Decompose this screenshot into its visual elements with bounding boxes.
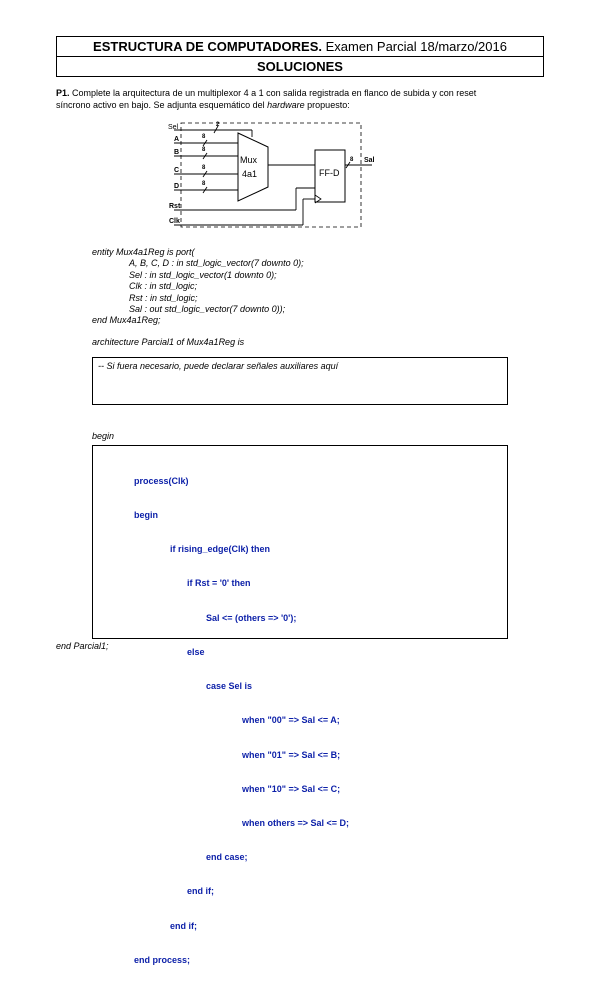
dashed-boundary (180, 122, 362, 228)
mux-label-1: Mux (240, 155, 258, 165)
input-wires (174, 129, 315, 226)
problem-text-1: Complete la arquitectura de un multiplex… (69, 88, 477, 98)
code-line: end process; (134, 954, 191, 965)
width-8-d: 8 (202, 181, 206, 187)
entity-line: Clk : in std_logic; (129, 281, 198, 292)
ff-block (314, 149, 346, 203)
label-clk: Clk (169, 218, 180, 225)
label-rst: Rst (169, 203, 181, 210)
begin-line: begin (92, 431, 115, 441)
label-c: C (174, 167, 179, 174)
code-line: end if; (187, 886, 214, 897)
entity-line: end Mux4a1Reg; (92, 315, 161, 326)
code-line: when "00" => Sal <= A; (242, 715, 340, 726)
exam-title: ESTRUCTURA DE COMPUTADORES. Examen Parci… (56, 36, 544, 57)
clock-triangle (314, 194, 322, 204)
bus-marks (202, 125, 351, 194)
entity-line: Sal : out std_logic_vector(7 downto 0)); (129, 304, 286, 315)
code-line: if Rst = '0' then (187, 578, 251, 589)
aux-signals-box[interactable]: -- Si fuera necesario, puede declarar se… (92, 357, 508, 405)
ff-label: FF-D (319, 168, 340, 178)
width-8-b: 8 (202, 147, 206, 153)
mux-block (237, 132, 269, 202)
architecture-line: architecture Parcial1 of Mux4a1Reg is (92, 337, 245, 347)
label-a: A (174, 136, 179, 143)
code-line: Sal <= (others => '0'); (206, 612, 297, 623)
width-8-a: 8 (202, 134, 206, 140)
code-line: else (187, 646, 205, 657)
end-line: end Parcial1; (56, 641, 109, 651)
exam-subtitle: SOLUCIONES (56, 56, 544, 77)
code-line: begin (134, 510, 158, 521)
label-d: D (174, 183, 179, 190)
schematic-diagram: Sel A B C D Rst Clk 2 8 8 8 8 Mux 4a1 F (168, 122, 375, 228)
mux-label-2: 4a1 (242, 169, 257, 179)
exam-title-rest: Examen Parcial 18/marzo/2016 (321, 39, 507, 54)
width-2: 2 (216, 122, 220, 128)
exam-title-bold: ESTRUCTURA DE COMPUTADORES. (93, 39, 322, 54)
entity-line: entity Mux4a1Reg is port( (92, 247, 195, 257)
code-line: case Sel is (206, 681, 253, 692)
process-code: process(Clk) begin if rising_edge(Clk) t… (93, 446, 507, 989)
entity-line: Rst : in std_logic; (129, 292, 198, 303)
code-line: when "10" => Sal <= C; (242, 783, 341, 794)
process-code-box[interactable]: process(Clk) begin if rising_edge(Clk) t… (92, 445, 508, 965)
aux-comment: -- Si fuera necesario, puede declarar se… (98, 361, 339, 371)
code-line: when "01" => Sal <= B; (242, 749, 341, 760)
label-sel: Sel (168, 124, 179, 131)
problem-text-2a: síncrono activo en bajo. Se adjunta esqu… (56, 100, 268, 110)
problem-statement: P1. Complete la arquitectura de un multi… (56, 87, 546, 111)
code-line: end if; (170, 920, 197, 931)
code-line: if rising_edge(Clk) then (170, 544, 271, 555)
code-line: process(Clk) (134, 475, 189, 486)
problem-text-2b: hardware (267, 100, 305, 110)
label-b: B (174, 149, 179, 156)
width-8-c: 8 (202, 165, 206, 171)
code-line: end case; (206, 852, 248, 863)
entity-line: A, B, C, D : in std_logic_vector(7 downt… (129, 258, 304, 269)
entity-line: Sel : in std_logic_vector(1 downto 0); (129, 269, 277, 280)
code-line: when others => Sal <= D; (242, 818, 350, 828)
entity-block: entity Mux4a1Reg is port( A, B, C, D : i… (92, 247, 512, 327)
label-sal: Sal (364, 157, 375, 164)
problem-label: P1. (56, 88, 70, 98)
problem-text-2c: propuesto: (304, 100, 350, 110)
width-8-s: 8 (350, 157, 354, 163)
